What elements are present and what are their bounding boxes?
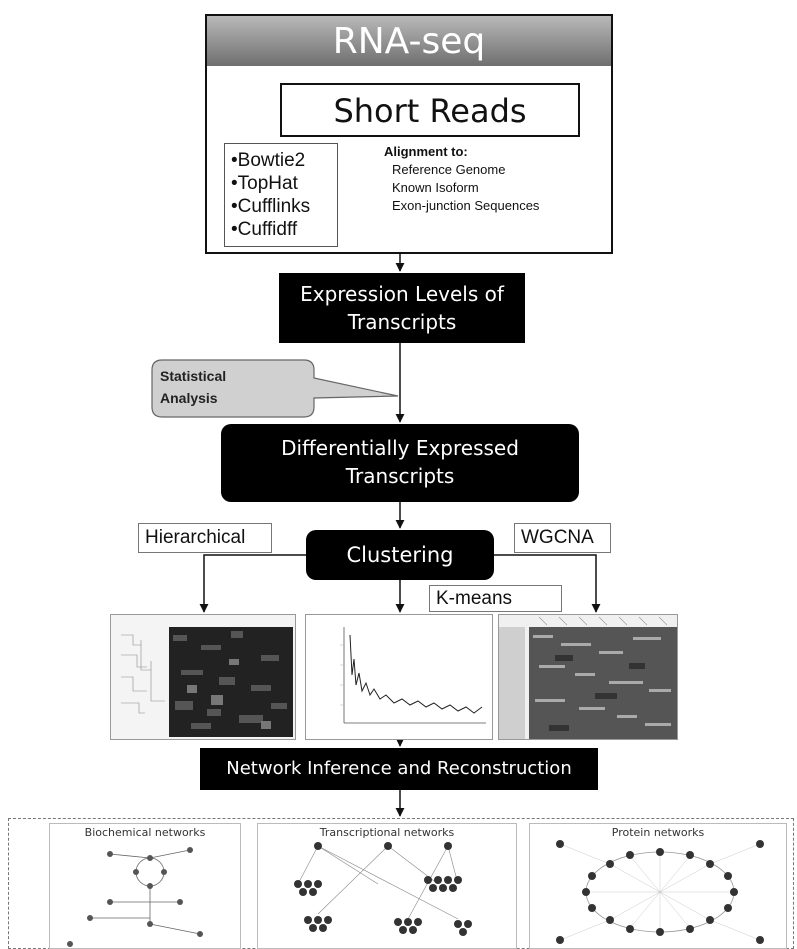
arrow-cluster-left: [199, 554, 306, 613]
statistical-callout: Statistical Analysis: [160, 365, 310, 409]
tool-item: •TopHat: [231, 173, 298, 194]
kmeans-graphic: [306, 615, 492, 739]
alignment-callout: Alignment to: Reference Genome Known Iso…: [384, 143, 584, 215]
transcriptional-graphic: [294, 842, 472, 936]
biochemical-network-panel: Biochemical networks: [49, 823, 241, 949]
transcriptional-network-panel: Transcriptional networks: [257, 823, 517, 949]
alignment-item: Exon-junction Sequences: [392, 198, 540, 213]
statistical-line2: Analysis: [160, 390, 218, 406]
wgcna-label: WGCNA: [514, 523, 611, 553]
transcriptional-title: Transcriptional networks: [319, 826, 455, 839]
network-panels: Biochemical networks Transcriptional net…: [8, 818, 794, 949]
tool-item: •Bowtie2: [231, 150, 306, 171]
arrow-cluster-right: [494, 554, 601, 613]
biochemical-graphic: [67, 847, 203, 947]
rnaseq-title: RNA-seq: [207, 16, 611, 66]
network-inference-box: Network Inference and Reconstruction: [200, 748, 598, 790]
alignment-item: Reference Genome: [392, 162, 506, 177]
expression-line1: Expression Levels of: [300, 282, 504, 306]
hierarchical-heatmap-image: [110, 614, 296, 740]
expression-levels-box: Expression Levels of Transcripts: [279, 273, 525, 343]
kmeans-label: K-means: [429, 585, 562, 612]
hierarchical-label: Hierarchical: [138, 523, 272, 553]
kmeans-plot-image: [305, 614, 493, 740]
wgcna-heatmap-image: [498, 614, 678, 740]
rnaseq-panel: RNA-seq Short Reads •Bowtie2 •TopHat •Cu…: [205, 14, 613, 254]
statistical-line1: Statistical: [160, 368, 227, 384]
clustering-box: Clustering: [306, 530, 494, 580]
differential-line2: Transcripts: [345, 464, 455, 488]
tools-list: •Bowtie2 •TopHat •Cufflinks •Cuffidff: [224, 143, 338, 247]
alignment-item: Known Isoform: [392, 180, 479, 195]
statistical-callout-shape: [151, 359, 399, 418]
short-reads-box: Short Reads: [280, 83, 580, 137]
wgcna-graphic: [499, 615, 677, 739]
differential-expression-box: Differentially Expressed Transcripts: [221, 424, 579, 502]
differential-line1: Differentially Expressed: [281, 436, 519, 460]
heatmap-graphic: [111, 615, 295, 739]
protein-title: Protein networks: [611, 826, 705, 839]
tool-item: •Cufflinks: [231, 196, 311, 217]
protein-graphic: [556, 840, 764, 944]
alignment-heading: Alignment to:: [384, 144, 468, 159]
biochemical-title: Biochemical networks: [84, 826, 206, 839]
protein-network-panel: Protein networks: [529, 823, 787, 949]
tool-item: •Cuffidff: [231, 219, 298, 240]
expression-line2: Transcripts: [347, 310, 457, 334]
